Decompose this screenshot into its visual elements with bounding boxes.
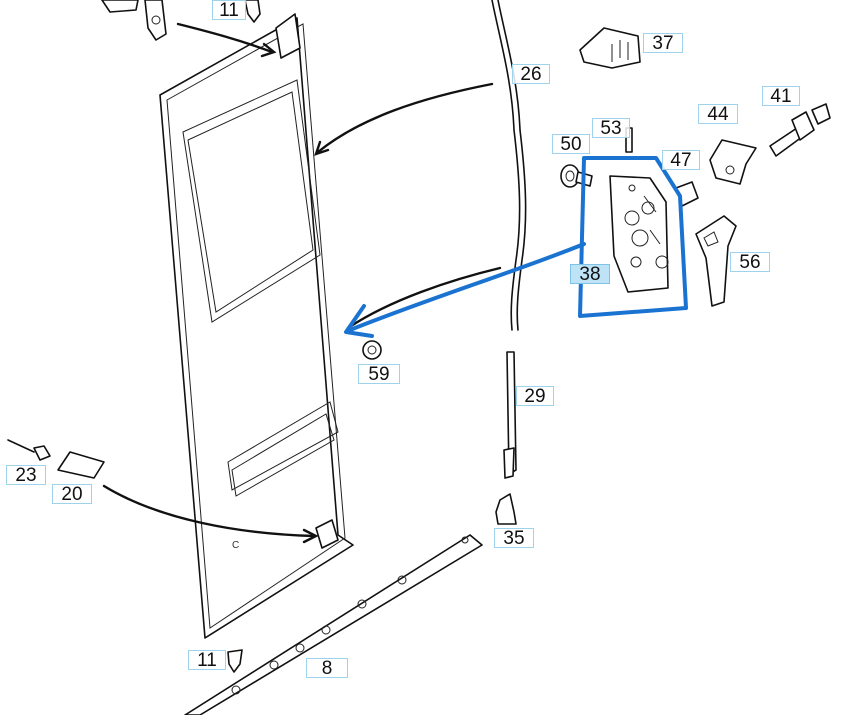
callout-8[interactable]: 8 xyxy=(306,658,348,679)
leader-arrows xyxy=(102,22,502,544)
bracket-37 xyxy=(579,27,641,69)
callout-37[interactable]: 37 xyxy=(643,33,683,54)
callout-53[interactable]: 53 xyxy=(592,118,630,139)
clip-35 xyxy=(495,493,517,525)
blue-highlight-annotation xyxy=(344,156,688,338)
rod-26 xyxy=(491,0,527,331)
washer-50 xyxy=(560,164,593,188)
callout-20[interactable]: 20 xyxy=(52,484,92,505)
callout-35[interactable]: 35 xyxy=(494,528,534,549)
bolt-41 xyxy=(769,103,831,157)
callout-47[interactable]: 47 xyxy=(662,150,700,171)
clip-11-top xyxy=(244,0,261,23)
rod-29 xyxy=(503,351,517,479)
callout-26[interactable]: 26 xyxy=(512,64,550,85)
pin-23 xyxy=(7,439,51,461)
lock-mechanism-38 xyxy=(609,175,669,293)
grommet-59 xyxy=(362,340,382,360)
plate-44 xyxy=(709,139,757,185)
callout-11-bottom[interactable]: 11 xyxy=(188,650,226,671)
callout-56[interactable]: 56 xyxy=(730,252,770,273)
callout-44[interactable]: 44 xyxy=(698,104,738,125)
handle-56 xyxy=(695,215,737,307)
bracket-20 xyxy=(57,451,105,479)
svg-text:C: C xyxy=(232,540,239,551)
callout-11-top[interactable]: 11 xyxy=(212,0,246,21)
sill-rail-8 xyxy=(184,534,483,715)
hinge-part-top xyxy=(101,0,167,41)
clip-11-bottom xyxy=(227,649,243,673)
callout-23[interactable]: 23 xyxy=(6,465,46,486)
callout-41[interactable]: 41 xyxy=(762,86,800,107)
callout-29[interactable]: 29 xyxy=(516,386,554,407)
callout-38[interactable]: 38 xyxy=(570,264,610,285)
callout-59[interactable]: 59 xyxy=(358,364,400,385)
door-panel: C xyxy=(159,13,354,639)
callout-50[interactable]: 50 xyxy=(552,134,590,155)
